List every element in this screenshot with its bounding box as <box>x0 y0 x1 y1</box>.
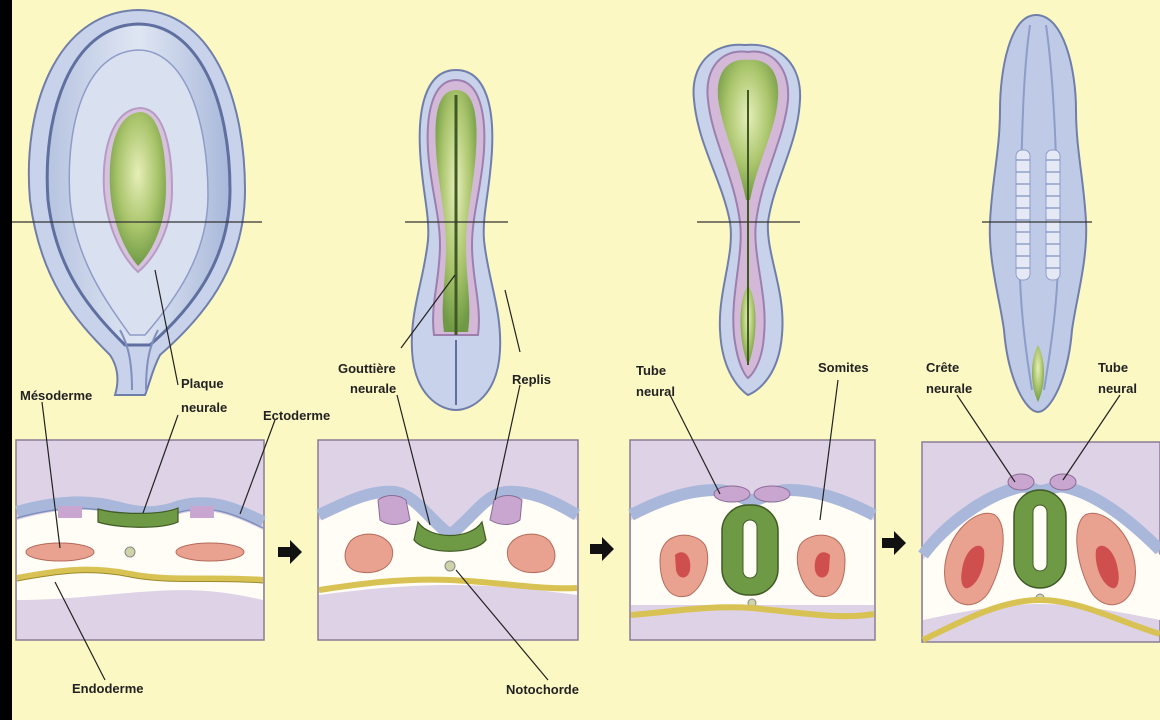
label-tube-neural-line2: neural <box>636 384 675 399</box>
stage4-cross-section <box>922 442 1160 642</box>
stage2-cross-section <box>318 440 578 640</box>
label-crete-neurale-line1: Crête <box>926 360 959 375</box>
label-mesoderme: Mésoderme <box>20 388 92 403</box>
label-replis: Replis <box>512 372 551 387</box>
label-crete-neurale-line2: neurale <box>926 381 972 396</box>
label-gouttiere-neurale-line2: neurale <box>350 381 396 396</box>
label-plaque-neurale-line2: neurale <box>181 400 227 415</box>
label-gouttiere-neurale-line1: Gouttière <box>338 361 396 376</box>
label-somites: Somites <box>818 360 869 375</box>
label-plaque-neurale-line1: Plaque <box>181 376 224 391</box>
label-endoderme: Endoderme <box>72 681 144 696</box>
label-ectoderme: Ectoderme <box>263 408 330 423</box>
label-tube-neural-b-line2: neural <box>1098 381 1137 396</box>
label-tube-neural-line1: Tube <box>636 363 666 378</box>
label-notochorde: Notochorde <box>506 682 579 697</box>
stage3-cross-section <box>630 440 875 640</box>
label-tube-neural-b-line1: Tube <box>1098 360 1128 375</box>
stage1-cross-section <box>16 440 264 640</box>
